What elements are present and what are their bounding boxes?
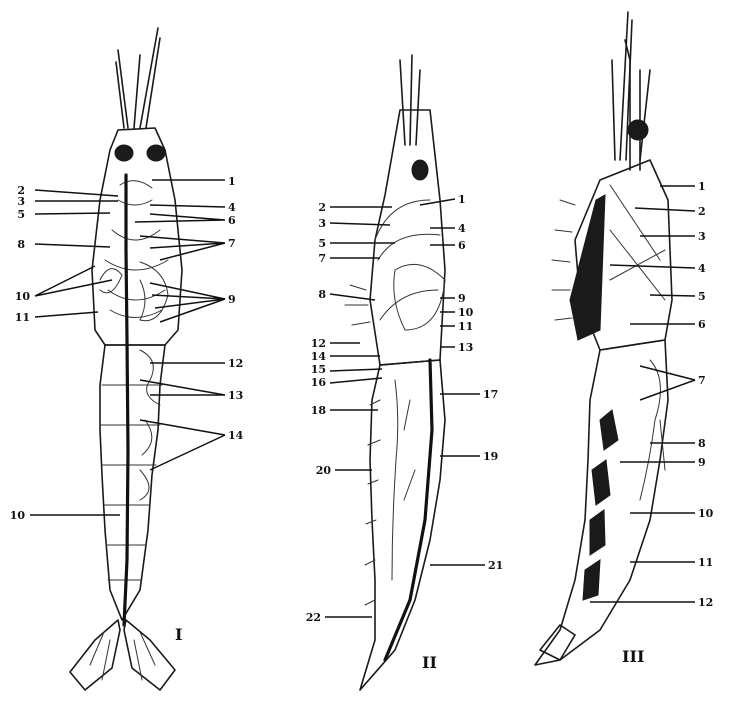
panel-2-label: 2	[318, 201, 326, 214]
panel-1-label: 14	[228, 429, 244, 442]
panel-2-label: 20	[316, 464, 332, 477]
panel-2-labels: 1 2 3 4 5 6 7 8 9 10 11 12 13 14 15 16 1…	[306, 193, 504, 672]
panel-3-label: 1	[698, 180, 706, 193]
panel-1-tail-fan	[70, 620, 175, 690]
panel-1-right-eye	[147, 145, 165, 161]
panel-2-label: 4	[458, 222, 466, 235]
panel-3-label: 4	[698, 262, 706, 275]
panel-2-label: 3	[318, 217, 326, 230]
panel-3-label: 10	[698, 507, 714, 520]
panel-1-left-eye	[115, 145, 133, 161]
panel-3-lateral-view	[535, 12, 695, 665]
panel-1-label: 3	[17, 195, 25, 208]
panel-2-label: 5	[318, 237, 326, 250]
panel-2-label: 16	[311, 376, 327, 389]
panel-1-label: 7	[228, 237, 236, 250]
panel-1-nerve-cord	[124, 175, 128, 625]
panel-2-label: 21	[488, 559, 503, 572]
panel-3-label: 6	[698, 318, 706, 331]
panel-3-eye	[628, 120, 648, 140]
panel-2-eye	[412, 160, 428, 180]
panel-1-dorsal-view	[30, 28, 225, 690]
panel-2-label: 7	[318, 252, 326, 265]
panel-1-label: 10	[15, 290, 31, 303]
panel-3-label: 9	[698, 456, 706, 469]
panel-2-label: 14	[311, 350, 327, 363]
panel-1-antennae	[116, 28, 160, 128]
panel-1-label: 6	[228, 214, 236, 227]
panel-1-numeral: I	[175, 625, 182, 644]
panel-2-label: 15	[311, 363, 326, 376]
panel-1-label: 8	[17, 238, 25, 251]
panel-3-label: 8	[698, 437, 706, 450]
panel-3-labels: 1 2 3 4 5 6 7 8 9 10 11 12 III	[622, 180, 714, 666]
panel-1-label: 5	[17, 208, 25, 221]
panel-2-label: 8	[318, 288, 326, 301]
panel-3-label: 12	[698, 596, 713, 609]
panel-2-antennae	[400, 55, 420, 145]
panel-3-leader-lines	[590, 186, 695, 602]
panel-2-label: 18	[311, 404, 327, 417]
panel-1-abdomen	[100, 345, 165, 620]
panel-3-label: 5	[698, 290, 706, 303]
panel-2-lateral-view	[325, 55, 485, 690]
panel-1-label: 13	[228, 389, 243, 402]
panel-2-label: 17	[483, 388, 498, 401]
panel-3-numeral: III	[622, 647, 644, 666]
panel-1-label: 11	[15, 311, 30, 324]
panel-3-label: 11	[698, 556, 713, 569]
panel-2-label: 12	[311, 337, 326, 350]
panel-1-label: 9	[228, 293, 236, 306]
panel-2-label: 22	[306, 611, 321, 624]
panel-2-label: 19	[483, 450, 498, 463]
panel-3-label: 3	[698, 230, 706, 243]
panel-1-label: 10	[10, 509, 26, 522]
panel-2-carapace	[345, 110, 445, 365]
panel-3-carapace	[570, 40, 672, 350]
panel-2-label: 6	[458, 239, 466, 252]
panel-2-label: 11	[458, 320, 473, 333]
panel-2-label: 1	[458, 193, 466, 206]
panel-1-label: 12	[228, 357, 243, 370]
panel-1-carapace	[92, 128, 182, 345]
panel-3-label: 7	[698, 374, 706, 387]
panel-1-label: 1	[228, 175, 236, 188]
panel-2-label: 13	[458, 341, 473, 354]
panel-2-numeral: II	[422, 653, 437, 672]
panel-2-label: 10	[458, 306, 474, 319]
panel-1-label: 4	[228, 201, 236, 214]
panel-2-leader-lines	[325, 199, 485, 617]
panel-3-label: 2	[698, 205, 706, 218]
panel-2-label: 9	[458, 292, 466, 305]
